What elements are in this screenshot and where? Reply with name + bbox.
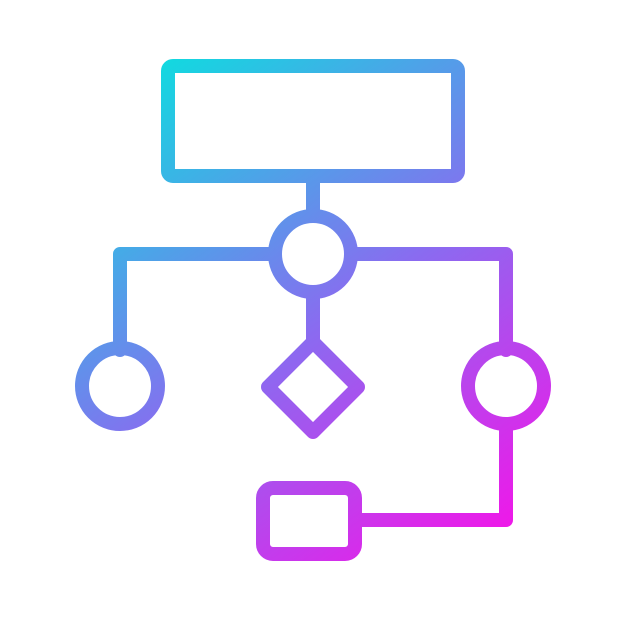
connector-bottom-branch [348, 417, 513, 527]
connector-left-branch [113, 247, 282, 357]
center-node-circle [268, 209, 358, 299]
decision-diamond-shape [261, 335, 365, 439]
left-node-circle [75, 341, 165, 431]
right-node-circle [461, 341, 551, 431]
connector-right-branch [344, 247, 513, 357]
process-box-top-shape [161, 59, 465, 183]
process-box-bottom-shape [256, 481, 362, 561]
